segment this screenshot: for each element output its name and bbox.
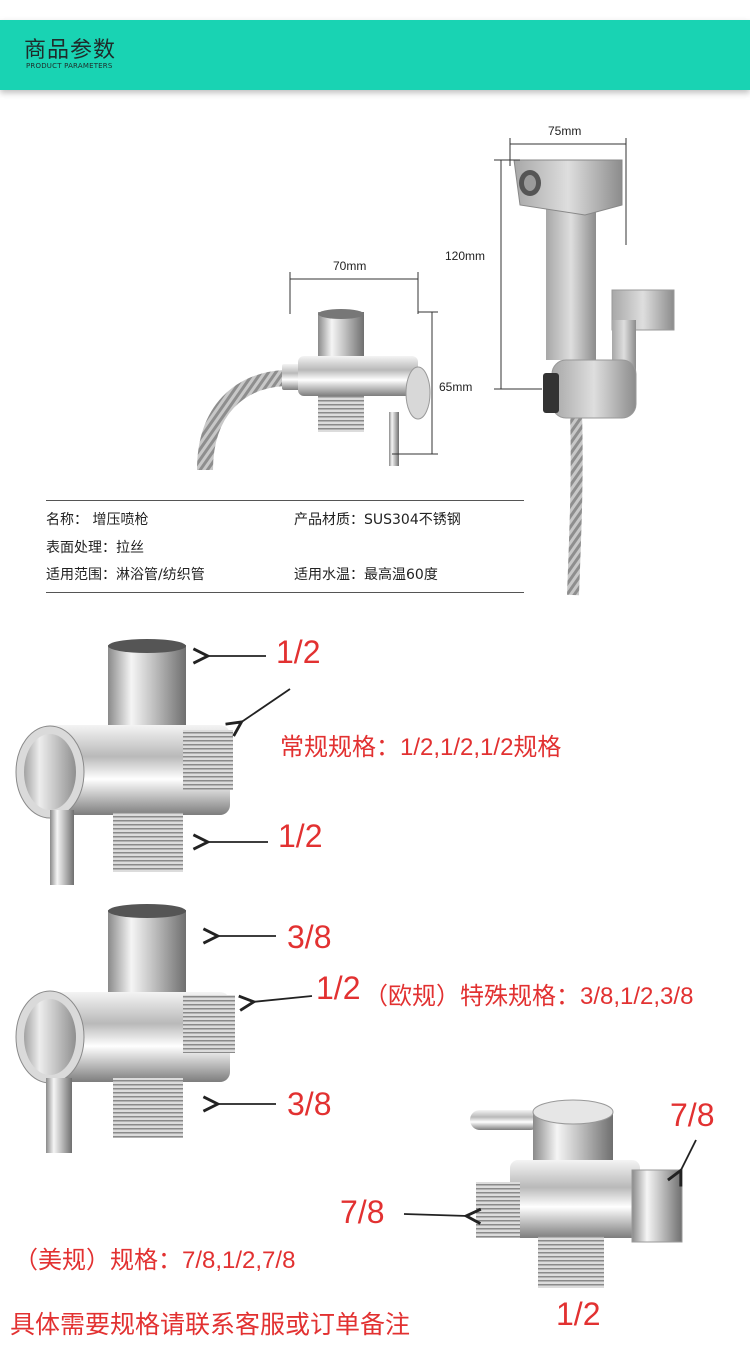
section-title: 商品参数: [24, 38, 117, 63]
valve-width-label: 70mm: [333, 259, 367, 273]
spec2-side-size: 1/2: [316, 970, 361, 1006]
spec1-top-size: 1/2: [276, 634, 321, 670]
annotation-arrows: [206, 656, 697, 1216]
param-range: 适用范围：淋浴管/纺织管: [46, 567, 205, 583]
spec1-bottom-size: 1/2: [278, 818, 323, 854]
spec3-left-size: 7/8: [340, 1194, 385, 1230]
spec2-label: （欧规）特殊规格：3/8,1/2,3/8: [364, 983, 694, 1010]
param-surface: 表面处理：拉丝: [46, 540, 144, 556]
sprayer-dimension-lines: [494, 138, 627, 390]
spec2-top-size: 3/8: [287, 919, 332, 955]
table-rule-top: [46, 500, 524, 501]
valve-standard-image: [15, 639, 233, 885]
sprayer-height-label: 120mm: [445, 249, 486, 263]
section-header: 商品参数 PRODUCT PARAMETERS: [0, 20, 750, 90]
footer-note: 具体需要规格请联系客服或订单备注: [10, 1311, 411, 1339]
spec1-label: 常规规格：1/2,1/2,1/2规格: [280, 734, 562, 761]
param-name: 名称： 增压喷枪: [46, 512, 149, 528]
spec3-right-size: 7/8: [670, 1097, 715, 1133]
param-temperature: 适用水温：最高温60度: [294, 567, 438, 583]
table-rule-bottom: [46, 592, 524, 593]
sprayer-width-label: 75mm: [548, 124, 582, 138]
valve-with-hose-image: [197, 309, 431, 471]
spec3-label: （美规）规格：7/8,1/2,7/8: [14, 1247, 296, 1274]
valve-height-label: 65mm: [439, 380, 473, 394]
valve-us-image: [470, 1099, 683, 1288]
valve-euro-image: [15, 904, 235, 1153]
param-material: 产品材质：SUS304不锈钢: [294, 512, 461, 528]
section-subtitle: PRODUCT PARAMETERS: [26, 62, 113, 70]
valve-dimension-lines: [289, 272, 438, 455]
spec2-bottom-size: 3/8: [287, 1086, 332, 1122]
sprayer-image: [513, 159, 675, 596]
spec3-bottom-size: 1/2: [556, 1296, 601, 1332]
